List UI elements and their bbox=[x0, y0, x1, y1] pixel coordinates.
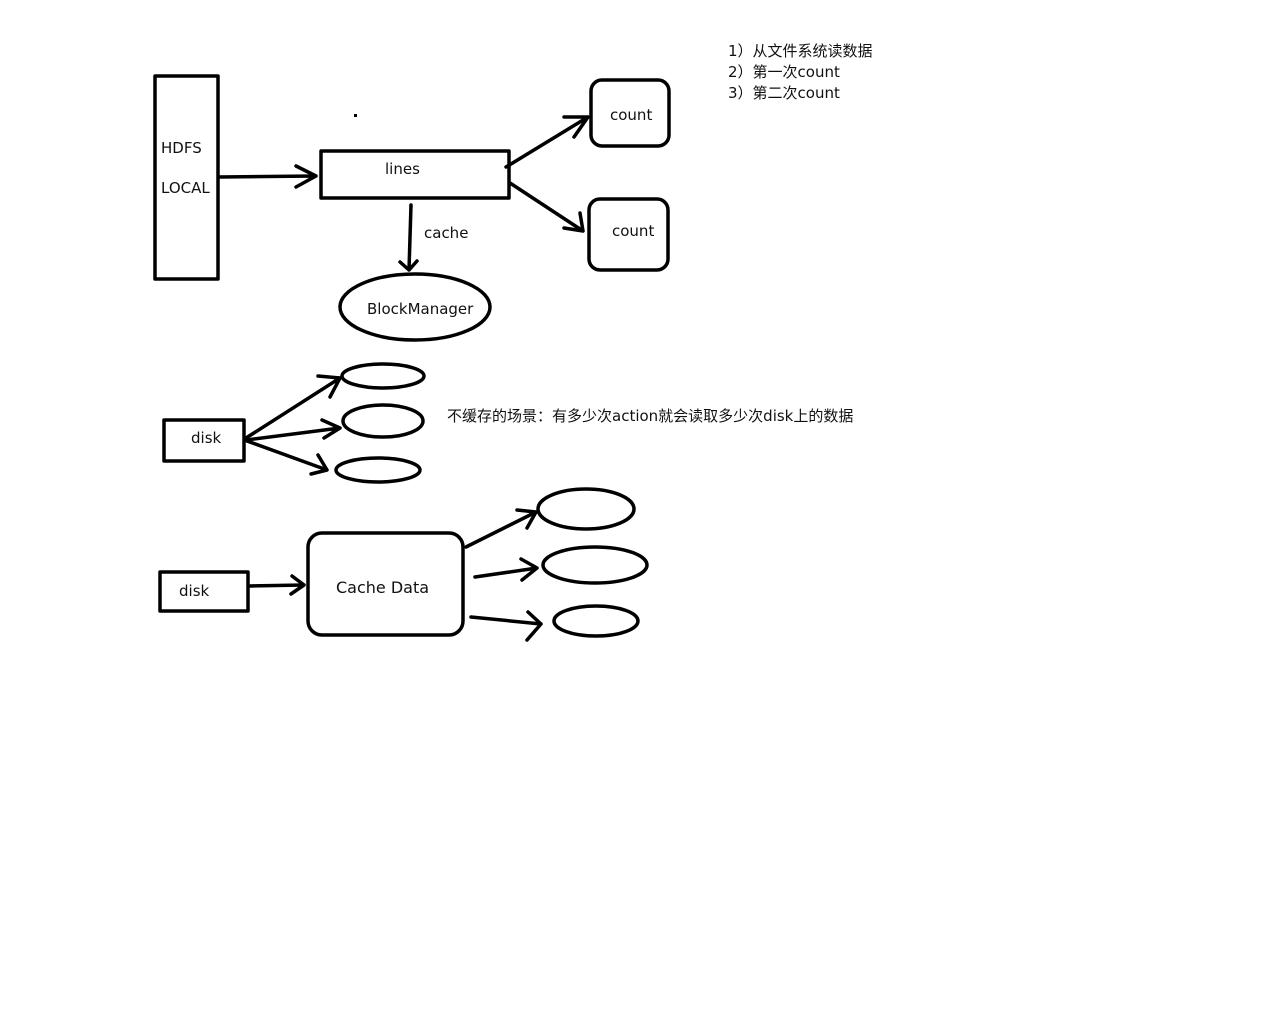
note-line-2: 2）第一次count bbox=[728, 63, 840, 81]
arrow-lines-to-count-top bbox=[504, 115, 590, 169]
disk-label-no-cache: disk bbox=[191, 429, 222, 447]
read-ellipse-1 bbox=[340, 362, 426, 390]
source-label-hdfs: HDFS bbox=[161, 139, 202, 157]
read-ellipse-2 bbox=[341, 403, 425, 439]
count-box-top bbox=[589, 78, 671, 148]
cached-ellipse-1 bbox=[536, 487, 636, 531]
arrow-disk-to-ellipse-3 bbox=[245, 439, 329, 476]
disk-label-cached: disk bbox=[179, 582, 210, 600]
read-ellipse-3 bbox=[334, 456, 422, 484]
cache-edge-label: cache bbox=[424, 224, 469, 242]
cache-data-box bbox=[306, 531, 465, 637]
arrow-cache-to-ellipse-3 bbox=[469, 610, 543, 642]
count-box-bottom bbox=[587, 197, 670, 272]
arrow-disk-to-cache bbox=[247, 574, 306, 596]
no-cache-caption: 不缓存的场景：有多少次action就会读取多少次disk上的数据 bbox=[447, 407, 854, 425]
arrow-lines-to-blockmanager bbox=[398, 203, 419, 272]
cached-ellipse-2 bbox=[541, 545, 649, 585]
cached-ellipse-3 bbox=[552, 604, 640, 638]
lines-box bbox=[319, 149, 511, 200]
stray-dot bbox=[354, 114, 357, 117]
note-line-1: 1）从文件系统读数据 bbox=[728, 42, 873, 60]
lines-label: lines bbox=[385, 160, 420, 178]
blockmanager-ellipse bbox=[338, 272, 492, 342]
arrow-source-to-lines bbox=[217, 164, 318, 189]
arrow-disk-to-ellipse-1 bbox=[244, 374, 342, 440]
count-label-bottom: count bbox=[612, 222, 655, 240]
blockmanager-label: BlockManager bbox=[367, 300, 474, 318]
disk-box-cached bbox=[158, 570, 250, 613]
source-label-local: LOCAL bbox=[161, 179, 210, 197]
arrow-disk-to-ellipse-2 bbox=[244, 418, 342, 442]
cache-data-label: Cache Data bbox=[336, 578, 430, 597]
note-line-3: 3）第二次count bbox=[728, 84, 840, 102]
count-label-top: count bbox=[610, 106, 653, 124]
arrow-cache-to-ellipse-1 bbox=[464, 508, 538, 549]
disk-box-no-cache bbox=[162, 418, 246, 463]
arrow-cache-to-ellipse-2 bbox=[473, 557, 539, 582]
arrow-lines-to-count-bottom bbox=[508, 181, 585, 233]
hdfs-local-box bbox=[153, 74, 220, 281]
